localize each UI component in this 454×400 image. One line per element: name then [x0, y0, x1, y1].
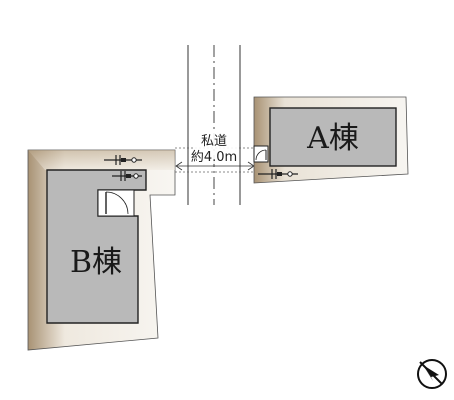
door-swing-icon	[253, 145, 269, 163]
road-label-line1: 私道	[201, 134, 227, 149]
lot-b: B棟	[27, 149, 176, 351]
private-road	[175, 45, 255, 205]
road-label: 私道 約4.0m	[191, 132, 239, 165]
utility-meter-icon	[112, 171, 142, 181]
building-b-label: B棟	[70, 245, 122, 280]
road-label-line2: 約4.0m	[191, 150, 237, 165]
door-swing-icon	[97, 189, 135, 217]
building-a-label: A棟	[306, 121, 359, 156]
north-arrow-icon	[417, 359, 447, 389]
utility-meter-icon	[258, 169, 298, 179]
lot-a: A棟	[253, 96, 409, 184]
utility-meter-icon	[104, 155, 142, 165]
building-a	[269, 107, 397, 167]
